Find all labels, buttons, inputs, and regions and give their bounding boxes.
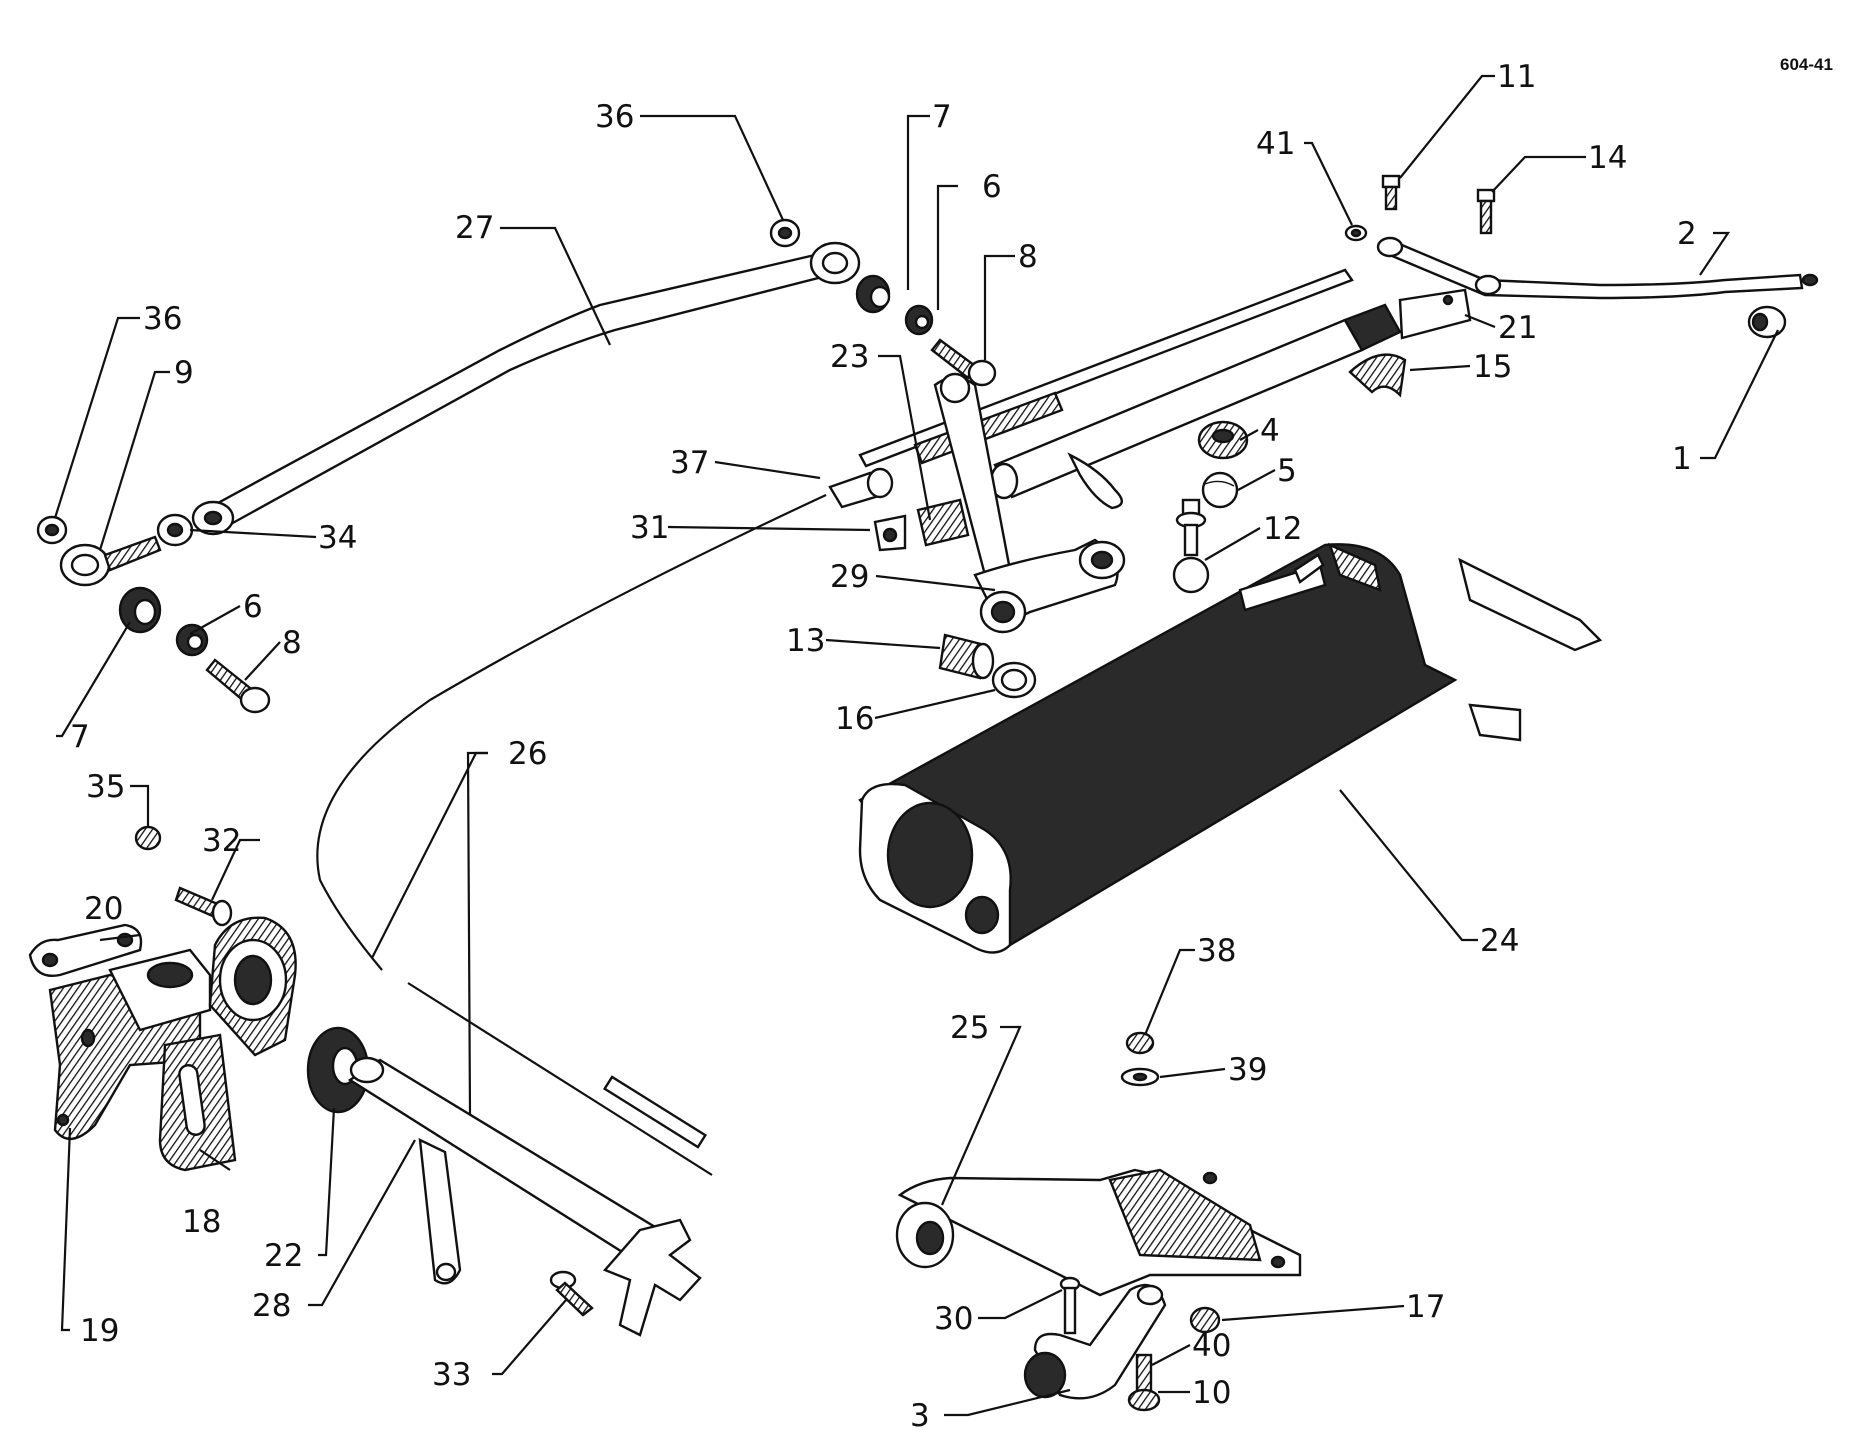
nut-35 (134, 825, 162, 851)
bolt-8-left (205, 658, 271, 714)
callout-31: 31 (630, 510, 669, 546)
callout-41: 41 (1256, 126, 1295, 162)
callout-9: 9 (174, 355, 194, 391)
bolt-10 (1127, 1353, 1161, 1412)
clamp-18 (158, 916, 297, 1172)
callout-7-left: 7 (70, 719, 90, 755)
callout-3: 3 (910, 1398, 930, 1434)
bushing-13 (938, 633, 995, 680)
callout-5: 5 (1277, 453, 1297, 489)
castle-nut-4 (1197, 420, 1249, 460)
callout-12: 12 (1263, 511, 1302, 547)
bolt-33 (549, 1270, 594, 1317)
callout-11: 11 (1497, 59, 1536, 95)
ball-5 (1201, 471, 1239, 509)
bolt-32 (174, 886, 233, 927)
nut-38 (1125, 1031, 1155, 1055)
callout-39: 39 (1228, 1052, 1267, 1088)
callout-33: 33 (432, 1357, 471, 1393)
nut-36-left (36, 515, 68, 545)
bolt-8-top (930, 338, 997, 387)
callout-4: 4 (1260, 413, 1280, 449)
bearing-half-15 (1348, 353, 1407, 398)
arm-2 (1376, 236, 1819, 300)
figure-code: 604-41 (1780, 55, 1833, 74)
washer-31 (873, 514, 907, 552)
callout-38: 38 (1197, 933, 1236, 969)
bracket-25 (895, 1168, 1302, 1297)
callout-25: 25 (950, 1010, 989, 1046)
callout-28: 28 (252, 1288, 291, 1324)
callout-7-top: 7 (932, 99, 952, 135)
callout-23: 23 (830, 339, 869, 375)
bushing-7-top (855, 274, 891, 314)
lever-3 (1023, 1283, 1167, 1400)
callout-40: 40 (1192, 1328, 1231, 1364)
callout-19: 19 (80, 1313, 119, 1349)
callout-labels: 36 7 6 8 27 36 9 34 7 6 8 23 37 31 29 13… (70, 59, 1697, 1434)
pin-30 (1059, 1276, 1081, 1335)
tube-21 (989, 288, 1472, 510)
callout-35: 35 (86, 769, 125, 805)
tube-28 (347, 1056, 702, 1337)
callout-24: 24 (1480, 923, 1519, 959)
callout-13: 13 (786, 623, 825, 659)
nut-36-top (769, 218, 801, 248)
callout-36-left: 36 (143, 301, 182, 337)
callout-21: 21 (1498, 310, 1537, 346)
spring-23 (916, 498, 970, 547)
callout-18: 18 (182, 1204, 221, 1240)
callout-27: 27 (455, 210, 494, 246)
callout-29: 29 (830, 559, 869, 595)
housing-24 (858, 542, 1603, 954)
cable-end-37 (828, 467, 894, 509)
rod-27 (191, 241, 861, 536)
callout-8-left: 8 (282, 625, 302, 661)
leader-lines (53, 74, 1779, 1417)
callout-8-top: 8 (1018, 239, 1038, 275)
washer-16 (991, 661, 1037, 699)
eye-bolt-9 (59, 535, 162, 587)
washer-39 (1120, 1067, 1160, 1087)
bushing-7-left (118, 586, 162, 634)
callout-32: 32 (202, 823, 241, 859)
callout-34: 34 (318, 520, 357, 556)
callout-22: 22 (264, 1238, 303, 1274)
bushing-6-left (175, 623, 209, 657)
callout-15: 15 (1473, 349, 1512, 385)
washer-41 (1344, 224, 1368, 242)
callout-37: 37 (670, 445, 709, 481)
nut-17 (1189, 1306, 1221, 1334)
ball-stud-12 (1172, 498, 1210, 594)
callout-16: 16 (835, 701, 874, 737)
cable-26 (316, 494, 827, 1176)
rubber-bush-22 (306, 1026, 370, 1114)
callout-30: 30 (934, 1301, 973, 1337)
callout-1: 1 (1672, 441, 1692, 477)
callout-14: 14 (1588, 140, 1627, 176)
callout-6-top: 6 (982, 169, 1002, 205)
callout-6-left: 6 (243, 589, 263, 625)
callout-26: 26 (508, 736, 547, 772)
bushing-1 (1747, 305, 1787, 339)
callout-20: 20 (84, 891, 123, 927)
bolt-11 (1381, 174, 1401, 211)
callout-17: 17 (1406, 1289, 1445, 1325)
callout-36-top: 36 (595, 99, 634, 135)
bolt-14 (1476, 188, 1496, 235)
bushing-6-top (904, 304, 934, 336)
nut-34 (156, 513, 194, 547)
callout-2: 2 (1677, 216, 1697, 252)
callout-10: 10 (1192, 1375, 1231, 1411)
lever-29 (933, 372, 1126, 634)
